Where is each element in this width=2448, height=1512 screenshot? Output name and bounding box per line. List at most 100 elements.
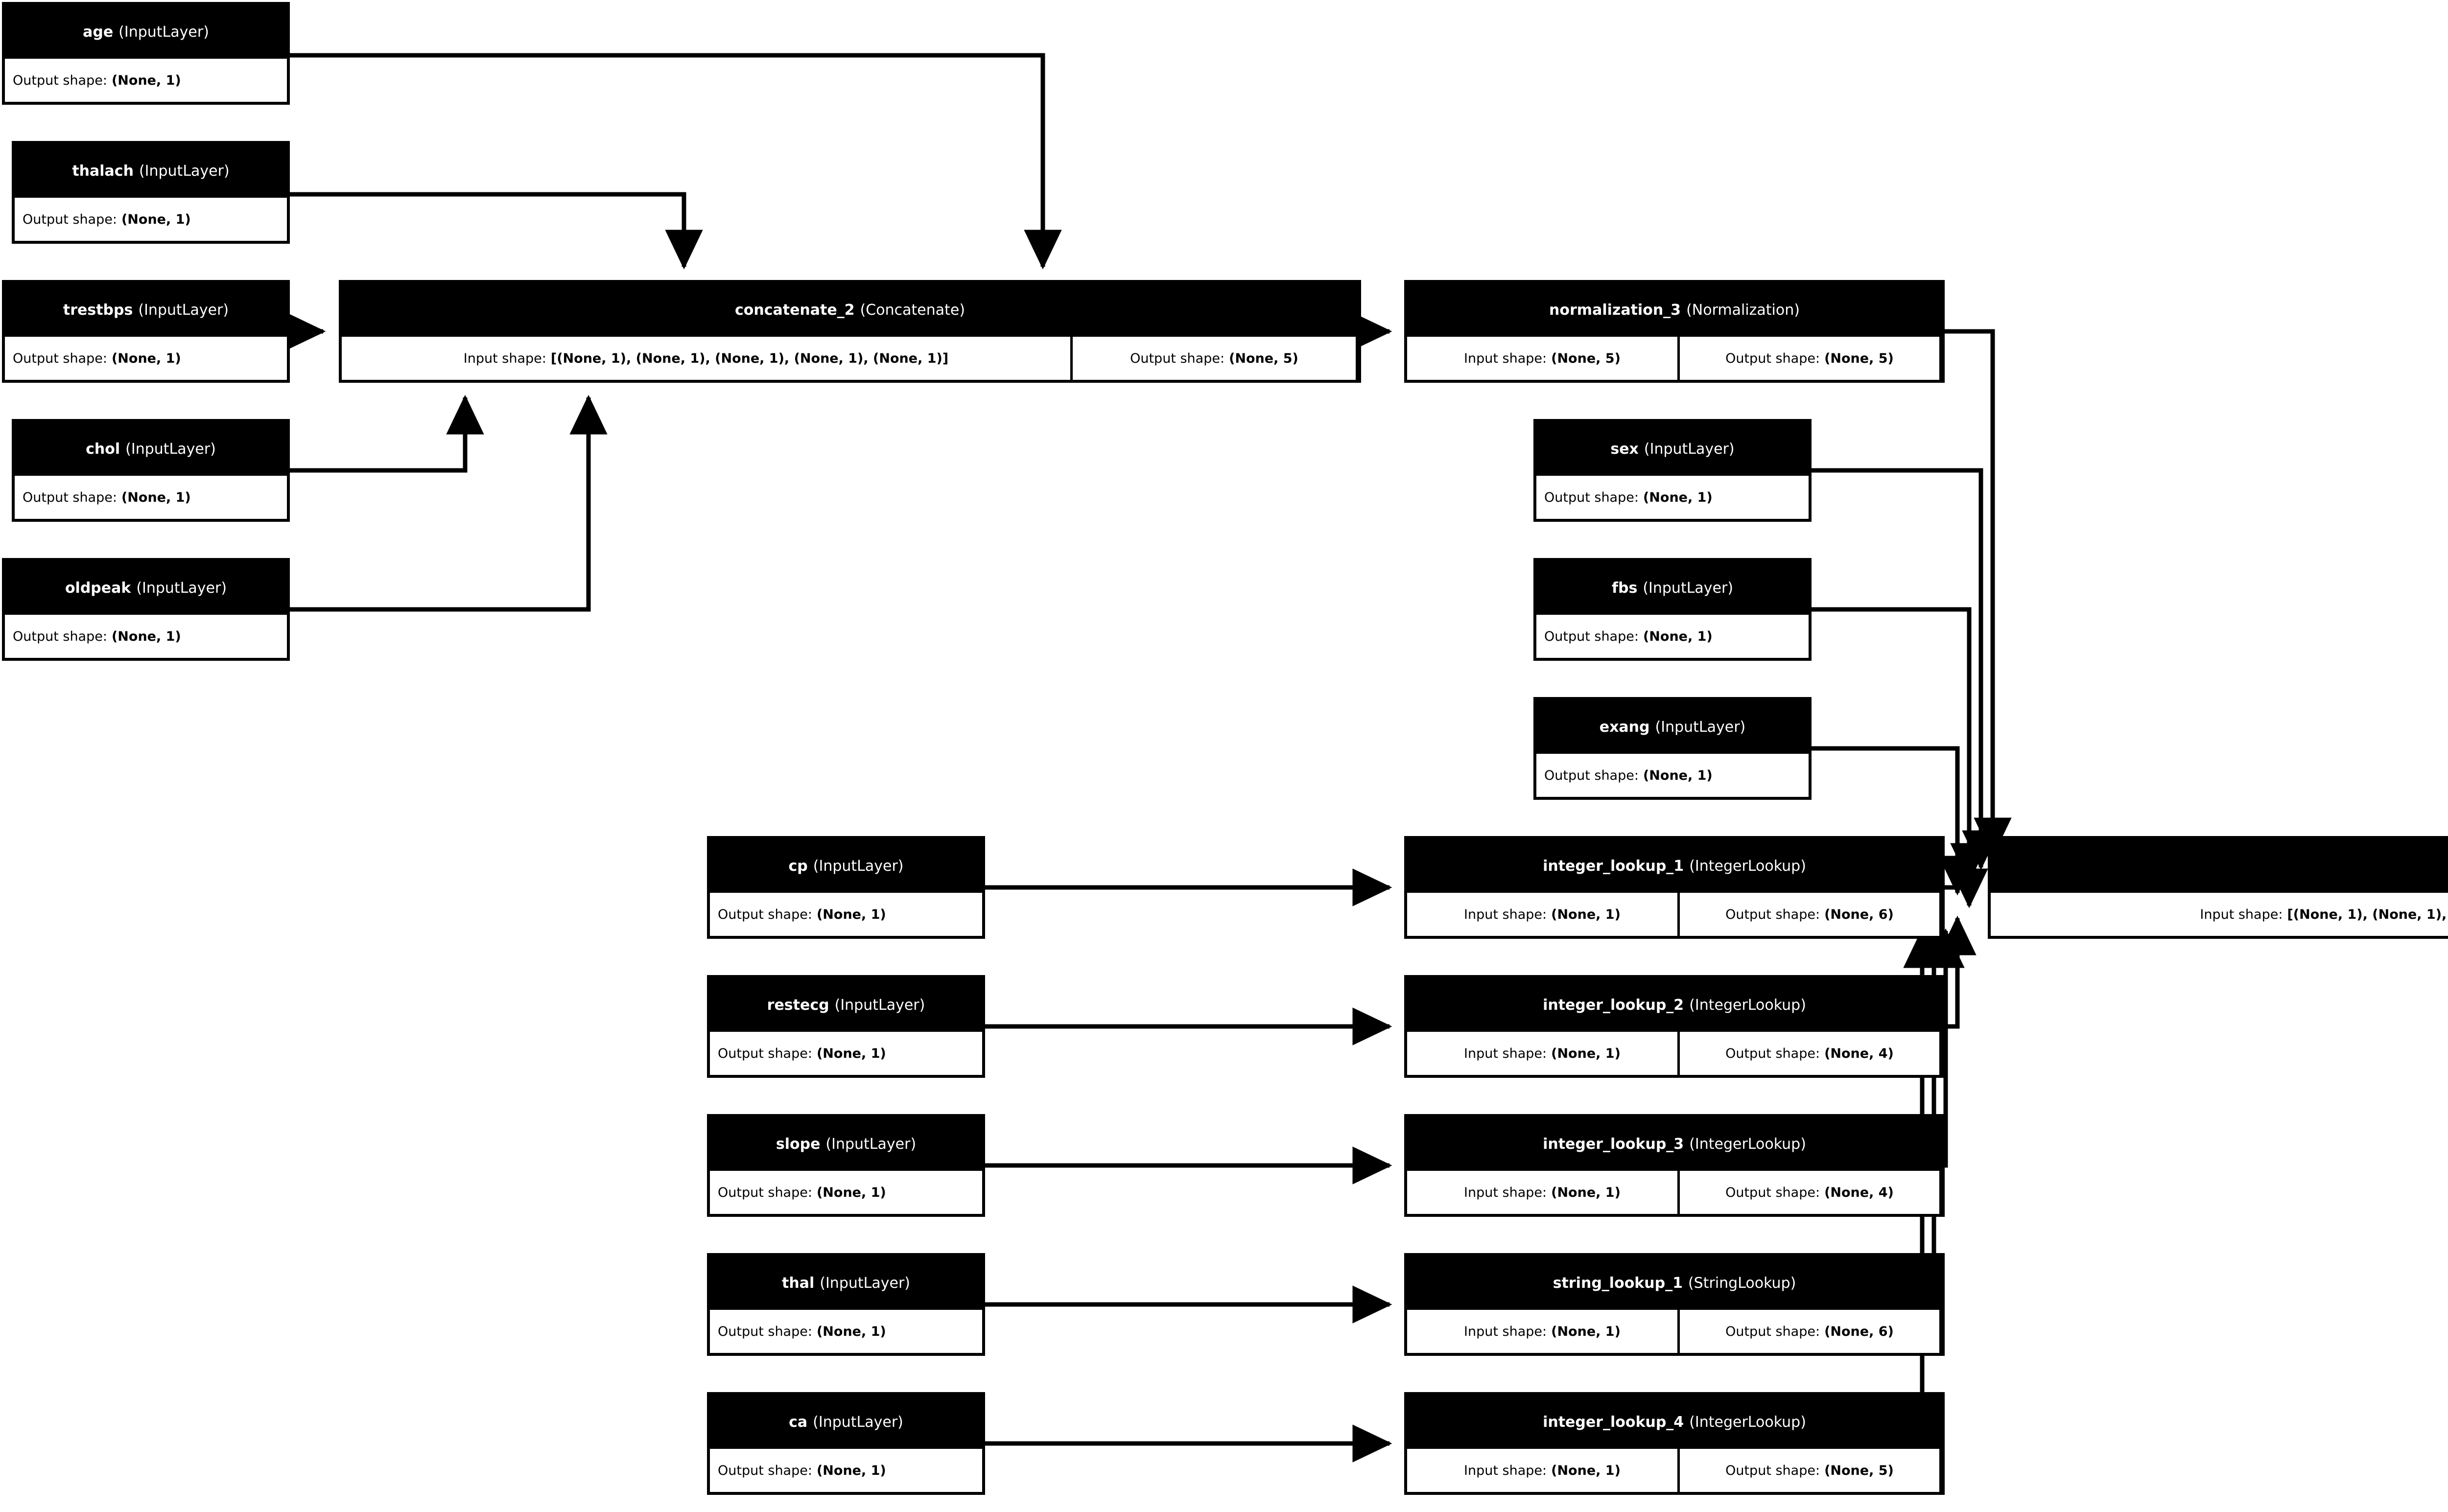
input-shape-label-integer_lookup_2: Input shape: <box>1464 1046 1547 1061</box>
input-shape-label-concatenate_3: Input shape: <box>2200 907 2283 922</box>
edge-oldpeak-to-concatenate_2 <box>290 395 608 612</box>
output-shape-value-integer_lookup_4: (None, 5) <box>1824 1463 1894 1478</box>
layer-node-ca[interactable]: ca(InputLayer)Output shape:(None, 1) <box>707 1392 985 1495</box>
layer-node-integer_lookup_4[interactable]: integer_lookup_4(IntegerLookup)Input sha… <box>1404 1392 1945 1495</box>
layer-shapes-concatenate_3: Input shape: [(None, 1), (None, 1), (None… <box>1991 893 2448 936</box>
layer-node-age[interactable]: age(InputLayer) Output shape:(None, 1) <box>2 2 290 105</box>
layer-node-trestbps[interactable]: trestbps(InputLayer)Output shape:(None, … <box>2 280 290 383</box>
layer-node-integer_lookup_3[interactable]: integer_lookup_3(IntegerLookup)Input sha… <box>1404 1114 1945 1217</box>
layer-name-thal: thal <box>782 1274 815 1292</box>
output-shape-label-integer_lookup_2: Output shape: <box>1725 1046 1820 1061</box>
layer-node-oldpeak[interactable]: oldpeak(InputLayer)Output shape:(None, 1… <box>2 558 290 661</box>
layer-node-thal[interactable]: thal (InputLayer) Output shape:(None, 1) <box>707 1253 985 1356</box>
layer-name-ca: ca <box>789 1413 808 1431</box>
layer-class-integer_lookup_2: (IntegerLookup) <box>1689 996 1806 1014</box>
layer-node-sex[interactable]: sex (InputLayer) Output shape:(None, 1) <box>1533 419 1812 522</box>
layer-shapes-normalization_3: Input shape:(None, 5)Output shape:(None,… <box>1407 337 1942 380</box>
output-shape-cell-slope: Output shape:(None, 1) <box>710 1171 982 1214</box>
layer-class-restecg: (InputLayer) <box>834 996 925 1014</box>
output-shape-value-trestbps: (None, 1) <box>111 350 181 366</box>
layer-shapes-thalach: Output shape:(None, 1) <box>15 198 287 241</box>
layer-node-slope[interactable]: slope(InputLayer)Output shape:(None, 1) <box>707 1114 985 1217</box>
edge-integer_lookup_3-to-concatenate_3 <box>1927 928 1965 1168</box>
layer-shapes-trestbps: Output shape:(None, 1) <box>5 337 287 380</box>
output-shape-cell-integer_lookup_4: Output shape: (None, 5) <box>1677 1449 1939 1492</box>
output-shape-value-restecg: (None, 1) <box>816 1046 886 1061</box>
layer-name-concatenate_2: concatenate_2 <box>734 301 855 319</box>
layer-class-string_lookup_1: (StringLookup) <box>1688 1274 1796 1292</box>
edge-thalach-to-concatenate_2 <box>290 192 703 270</box>
output-shape-label-sex: Output shape: <box>1544 489 1639 505</box>
layer-node-integer_lookup_1[interactable]: integer_lookup_1(IntegerLookup)Input sha… <box>1404 836 1945 939</box>
layer-node-normalization_3[interactable]: normalization_3(Normalization)Input shap… <box>1404 280 1945 383</box>
output-shape-value-slope: (None, 1) <box>816 1185 886 1200</box>
input-shape-value-concatenate_3: [(None, 1), (None, 1), (None, 1), (None,… <box>2287 907 2448 922</box>
layer-class-integer_lookup_3: (IntegerLookup) <box>1689 1135 1806 1153</box>
layer-node-cp[interactable]: cp(InputLayer)Output shape:(None, 1) <box>707 836 985 939</box>
layer-node-concatenate_2[interactable]: concatenate_2(Concatenate)Input shape:[(… <box>339 280 1361 383</box>
layer-node-chol[interactable]: chol(InputLayer)Output shape:(None, 1) <box>12 419 290 522</box>
layer-name-fbs: fbs <box>1611 579 1638 597</box>
layer-shapes-age: Output shape:(None, 1) <box>5 59 287 102</box>
layer-shapes-thal: Output shape:(None, 1) <box>710 1310 982 1353</box>
output-shape-cell-integer_lookup_3: Output shape:(None, 4) <box>1677 1171 1939 1214</box>
input-shape-value-string_lookup_1: (None, 1) <box>1551 1324 1621 1339</box>
input-shape-value-integer_lookup_4: (None, 1) <box>1551 1463 1621 1478</box>
layer-title-integer_lookup_2: integer_lookup_2(IntegerLookup) <box>1407 978 1942 1032</box>
layer-shapes-restecg: Output shape:(None, 1) <box>710 1032 982 1075</box>
input-shape-cell-integer_lookup_1: Input shape:(None, 1) <box>1407 893 1677 936</box>
input-shape-cell-integer_lookup_4: Input shape:(None, 1) <box>1407 1449 1677 1492</box>
layer-name-sex: sex <box>1610 440 1639 458</box>
layer-title-slope: slope(InputLayer) <box>710 1117 982 1171</box>
layer-title-thalach: thalach(InputLayer) <box>15 144 287 198</box>
output-shape-cell-concatenate_2: Output shape:(None, 5) <box>1070 337 1356 380</box>
layer-class-integer_lookup_1: (IntegerLookup) <box>1689 857 1806 875</box>
layer-class-age: (InputLayer) <box>118 23 209 41</box>
output-shape-cell-age: Output shape:(None, 1) <box>5 59 287 102</box>
layer-class-thal: (InputLayer) <box>820 1274 910 1292</box>
layer-shapes-slope: Output shape:(None, 1) <box>710 1171 982 1214</box>
layer-class-exang: (InputLayer) <box>1655 718 1746 736</box>
layer-node-restecg[interactable]: restecg(InputLayer)Output shape:(None, 1… <box>707 975 985 1078</box>
layer-class-fbs: (InputLayer) <box>1643 579 1734 597</box>
output-shape-value-ca: (None, 1) <box>816 1463 886 1478</box>
layer-class-ca: (InputLayer) <box>813 1413 903 1431</box>
layer-node-integer_lookup_2[interactable]: integer_lookup_2(IntegerLookup) Input sha… <box>1404 975 1945 1078</box>
output-shape-label-thal: Output shape: <box>718 1324 812 1339</box>
output-shape-label-trestbps: Output shape: <box>13 350 107 366</box>
layer-name-slope: slope <box>776 1135 821 1153</box>
layer-node-fbs[interactable]: fbs(InputLayer)Output shape:(None, 1) <box>1533 558 1812 661</box>
output-shape-cell-thal: Output shape:(None, 1) <box>710 1310 982 1353</box>
output-shape-label-thalach: Output shape: <box>23 211 117 227</box>
output-shape-label-integer_lookup_1: Output shape: <box>1725 907 1820 922</box>
layer-title-chol: chol(InputLayer) <box>15 422 287 476</box>
input-shape-label-normalization_3: Input shape: <box>1464 350 1547 366</box>
layer-name-age: age <box>83 23 114 41</box>
edge-age-to-concatenate_2 <box>290 53 1062 270</box>
output-shape-cell-trestbps: Output shape:(None, 1) <box>5 337 287 380</box>
layer-node-string_lookup_1[interactable]: string_lookup_1(StringLookup)Input shape… <box>1404 1253 1945 1356</box>
output-shape-value-concatenate_2: (None, 5) <box>1229 350 1298 366</box>
layer-title-integer_lookup_3: integer_lookup_3(IntegerLookup) <box>1407 1117 1942 1171</box>
output-shape-value-normalization_3: (None, 5) <box>1824 350 1894 366</box>
output-shape-value-chol: (None, 1) <box>121 489 191 505</box>
input-shape-cell-string_lookup_1: Input shape: (None, 1) <box>1407 1310 1677 1353</box>
layer-node-concatenate_3[interactable]: concatenate_3(Concatenate)Input shape:[(… <box>1988 836 2448 939</box>
input-shape-value-integer_lookup_1: (None, 1) <box>1551 907 1621 922</box>
output-shape-cell-integer_lookup_1: Output shape: (None, 6) <box>1677 893 1939 936</box>
layer-name-oldpeak: oldpeak <box>65 579 131 597</box>
layer-shapes-chol: Output shape:(None, 1) <box>15 476 287 519</box>
output-shape-value-integer_lookup_1: (None, 6) <box>1824 907 1894 922</box>
layer-class-sex: (InputLayer) <box>1644 440 1735 458</box>
output-shape-cell-cp: Output shape:(None, 1) <box>710 893 982 936</box>
output-shape-label-integer_lookup_4: Output shape: <box>1725 1463 1820 1478</box>
layer-node-thalach[interactable]: thalach(InputLayer)Output shape:(None, 1… <box>12 141 290 244</box>
layer-title-cp: cp(InputLayer) <box>710 839 982 893</box>
input-shape-label-string_lookup_1: Input shape: <box>1464 1324 1547 1339</box>
layer-class-slope: (InputLayer) <box>825 1135 917 1153</box>
layer-node-exang[interactable]: exang(InputLayer)Output shape:(None, 1) <box>1533 697 1812 800</box>
output-shape-value-sex: (None, 1) <box>1643 489 1713 505</box>
layer-shapes-concatenate_2: Input shape:[(None, 1), (None, 1), (None… <box>342 337 1358 380</box>
